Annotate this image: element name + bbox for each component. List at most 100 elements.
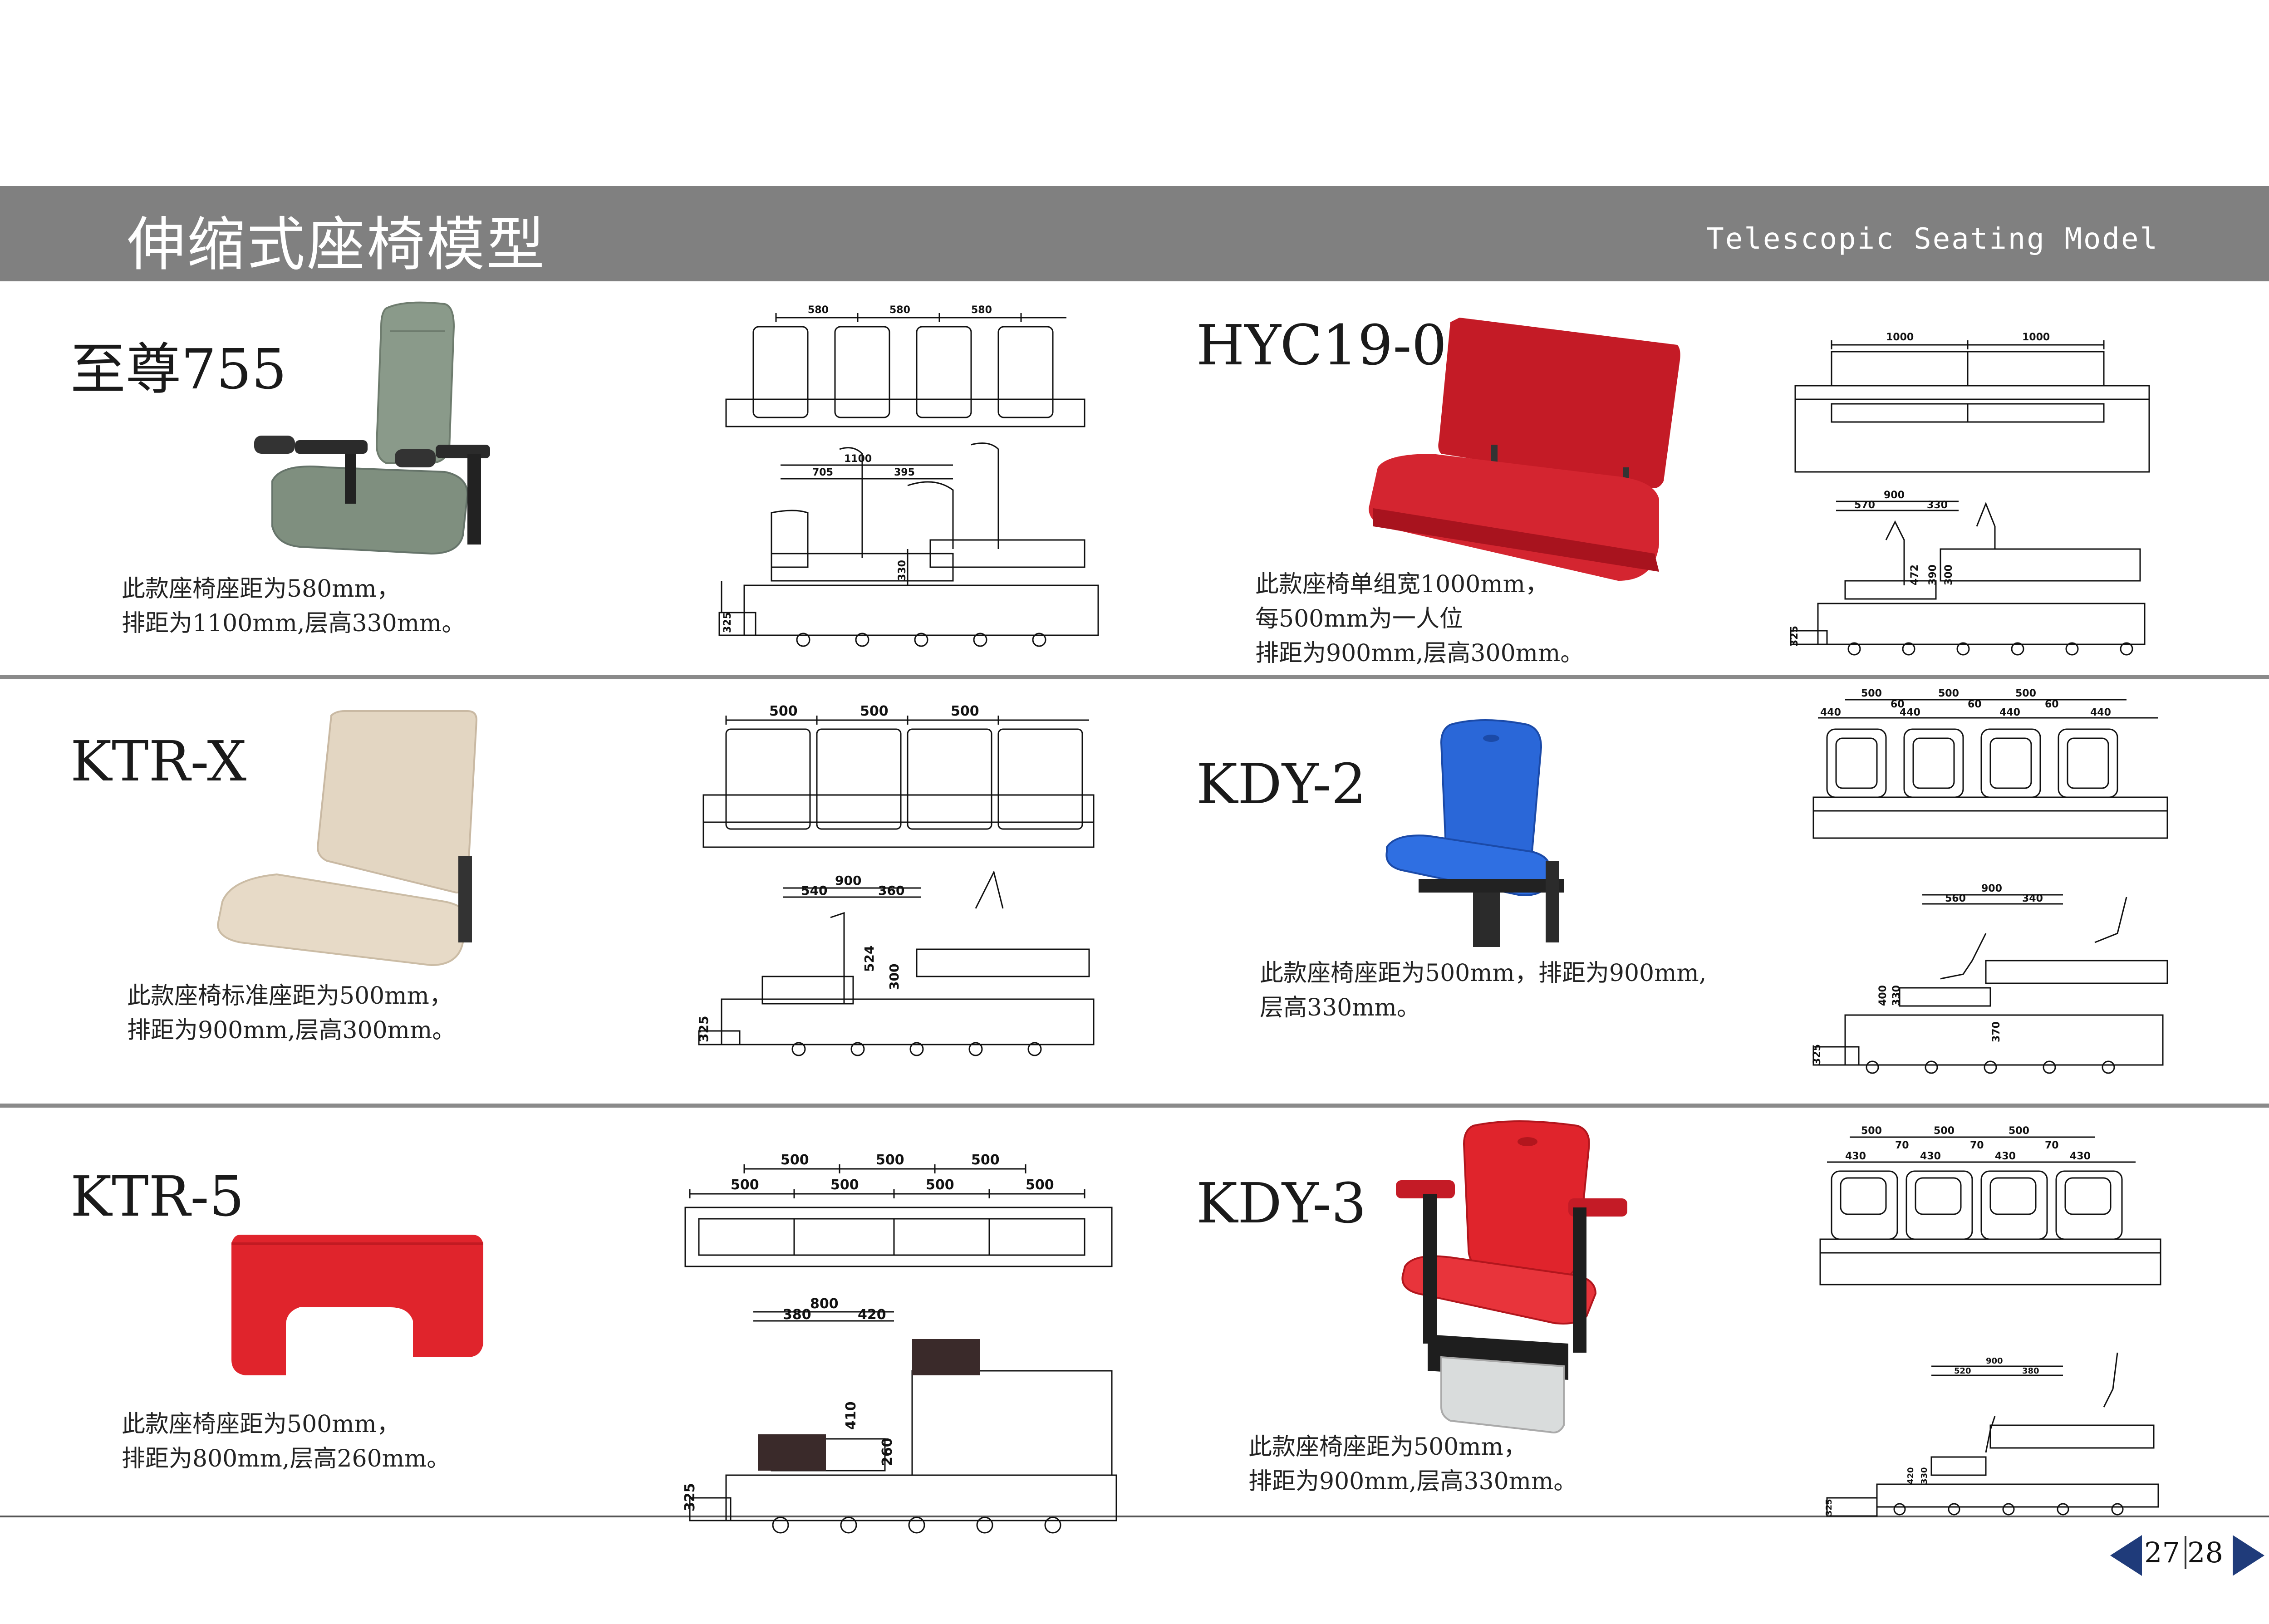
dim-label: 500 <box>769 703 798 719</box>
dim-label: 580 <box>971 304 992 316</box>
dim-label: 260 <box>879 1438 895 1466</box>
dim-label: 330 <box>1891 985 1902 1006</box>
model-name: KDY-3 <box>1196 1171 1366 1236</box>
dim-label: 325 <box>722 612 733 633</box>
dim-label: 330 <box>1920 1467 1929 1484</box>
product-zhizun755: 至尊755 此款座椅座距为580mm， 排距为1100mm,层高330mm。 <box>0 281 1142 675</box>
dim-label: 325 <box>1824 1499 1834 1516</box>
dim-label: 472 <box>1909 564 1920 585</box>
dimension-drawing: 500 500 500 900 540 360 524 300 325 <box>696 703 1095 1056</box>
row-divider <box>0 1104 2269 1108</box>
dim-label: 500 <box>781 1152 809 1168</box>
next-page-arrow-icon[interactable] <box>2233 1535 2264 1576</box>
product-description: 此款座椅座距为500mm，排距为900mm, 层高330mm。 <box>1260 960 1707 1021</box>
dim-label: 300 <box>887 964 902 990</box>
dim-label: 70 <box>1895 1140 1909 1151</box>
dim-label: 570 <box>1854 500 1875 511</box>
page-number-left[interactable]: 27 <box>2144 1536 2186 1569</box>
row-divider <box>0 675 2269 679</box>
dim-label: 580 <box>889 304 910 316</box>
product-ktr-x: KTR-X 此款座椅标准座距为500mm， 排距为900mm,层高300mm。 … <box>0 679 1142 1104</box>
dim-label: 500 <box>2009 1125 2029 1137</box>
dim-label: 410 <box>843 1401 859 1430</box>
dimension-drawing: 580 580 580 1100 705 395 330 325 <box>718 304 1099 647</box>
dim-label: 400 <box>1877 985 1889 1006</box>
dim-label: 340 <box>2022 893 2043 904</box>
dim-label: 500 <box>731 1177 759 1193</box>
dim-label: 500 <box>830 1177 859 1193</box>
dim-label: 60 <box>2045 699 2059 710</box>
page-navigator: 27 28 <box>2110 1531 2264 1581</box>
page-subtitle: Telescopic Seating Model <box>1706 222 2159 256</box>
dim-label: 380 <box>783 1307 811 1323</box>
dim-label: 60 <box>1968 699 1982 710</box>
dim-label: 360 <box>878 883 904 898</box>
dim-label: 330 <box>897 560 908 581</box>
dimension-drawing: 500 500 500 60 60 60 440 440 440 440 900… <box>1812 688 2168 1074</box>
dim-label: 440 <box>1999 707 2020 718</box>
dim-label: 500 <box>1938 688 1959 699</box>
dimension-drawing: 500 500 500 500 500 500 500 800 380 420 … <box>682 1152 1117 1534</box>
dim-label: 500 <box>926 1177 954 1193</box>
dim-label: 500 <box>876 1152 904 1168</box>
product-description: 此款座椅座距为580mm， 排距为1100mm,层高330mm。 <box>122 575 466 637</box>
model-name: HYC19-06 <box>1196 313 1482 378</box>
dim-label: 440 <box>1820 707 1841 718</box>
dim-label: 325 <box>682 1483 698 1511</box>
dim-label: 60 <box>1891 699 1905 710</box>
footer-divider <box>0 1516 2269 1517</box>
seat-photo <box>216 710 478 967</box>
dim-label: 500 <box>860 703 889 719</box>
product-ktr-5: KTR-5 此款座椅座距为500mm， 排距为800mm,层高260mm。 50… <box>0 1108 1142 1534</box>
dim-label: 430 <box>1920 1151 1941 1162</box>
dim-label: 370 <box>1991 1021 2002 1042</box>
seat-photo <box>1385 719 1564 947</box>
model-name: KTR-5 <box>70 1164 245 1229</box>
model-name: KTR-X <box>70 729 247 794</box>
prev-page-arrow-icon[interactable] <box>2110 1535 2142 1576</box>
dim-label: 1100 <box>844 453 872 465</box>
seat-photo <box>1396 1120 1627 1433</box>
dimension-drawing: 500 500 500 70 70 70 430 430 430 430 900… <box>1819 1125 2161 1517</box>
dim-label: 430 <box>1995 1151 2016 1162</box>
dim-label: 580 <box>808 304 829 316</box>
dim-label: 900 <box>1981 883 2002 894</box>
dim-label: 430 <box>1845 1151 1866 1162</box>
dim-label: 440 <box>1900 707 1920 718</box>
page-number-right[interactable]: 28 <box>2187 1536 2223 1569</box>
dim-label: 800 <box>810 1296 839 1312</box>
dim-label: 500 <box>971 1152 1000 1168</box>
dimension-drawing: 1000 1000 900 570 330 472 390 300 325 <box>1789 332 2150 656</box>
dim-label: 325 <box>1789 626 1800 647</box>
dim-label: 420 <box>1906 1467 1915 1484</box>
dim-label: 70 <box>2045 1140 2059 1151</box>
model-name: KDY-2 <box>1196 752 1366 816</box>
dim-label: 900 <box>1986 1356 2003 1366</box>
dim-label: 500 <box>2015 688 2036 699</box>
product-hyc19-06: HYC19-06 此款座椅单组宽1000mm， 每500mm为一人位 排距为90… <box>1142 281 2269 675</box>
dim-label: 500 <box>1934 1125 1955 1137</box>
product-kdy-3: KDY-3 此款座椅座距为500mm， 排距为900mm,层高330mm。 <box>1142 1108 2269 1517</box>
dim-label: 500 <box>1861 688 1882 699</box>
dim-label: 420 <box>858 1307 886 1323</box>
dim-label: 900 <box>835 873 861 888</box>
product-description: 此款座椅标准座距为500mm， 排距为900mm,层高300mm。 <box>127 982 456 1044</box>
dim-label: 900 <box>1884 490 1905 501</box>
product-description: 此款座椅座距为500mm， 排距为800mm,层高260mm。 <box>122 1411 451 1472</box>
dim-label: 325 <box>1812 1044 1823 1065</box>
dim-label: 520 <box>1954 1366 1971 1376</box>
dim-label: 500 <box>1026 1177 1054 1193</box>
dim-label: 380 <box>2022 1366 2039 1376</box>
product-description: 此款座椅单组宽1000mm， 每500mm为一人位 排距为900mm,层高300… <box>1255 571 1584 667</box>
product-description: 此款座椅座距为500mm， 排距为900mm,层高330mm。 <box>1248 1433 1577 1495</box>
product-kdy-2: KDY-2 此款座椅座距为500mm，排距为900mm, 层高330mm。 <box>1142 679 2269 1104</box>
dim-label: 395 <box>894 467 915 478</box>
dim-label: 390 <box>1927 564 1939 585</box>
dim-label: 330 <box>1927 500 1948 511</box>
dim-label: 300 <box>1943 564 1955 585</box>
model-name: 至尊755 <box>70 337 287 402</box>
dim-label: 440 <box>2090 707 2111 718</box>
dim-label: 430 <box>2070 1151 2091 1162</box>
dim-label: 540 <box>801 883 827 898</box>
dim-label: 325 <box>696 1016 711 1042</box>
